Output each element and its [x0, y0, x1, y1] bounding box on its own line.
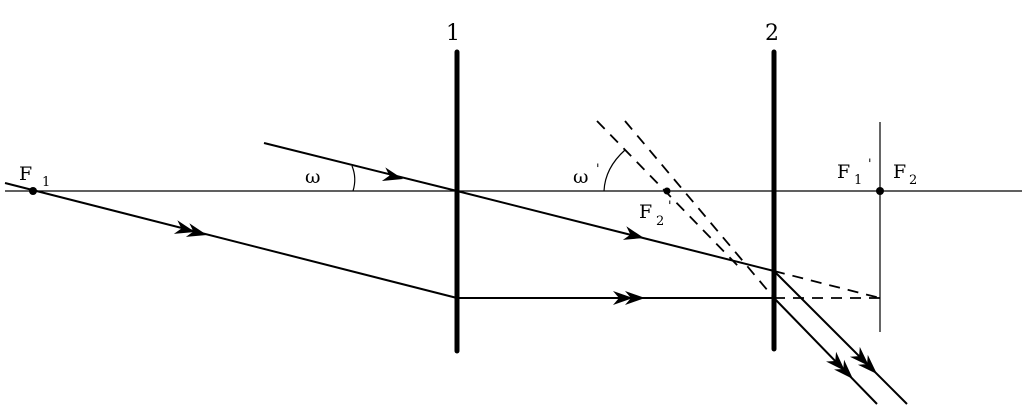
lens-1-label: 1 — [446, 21, 460, 46]
f1-prime-label: F — [837, 161, 850, 183]
arrow-out-lower-b — [834, 359, 853, 379]
lens-2-label: 2 — [765, 21, 779, 46]
f2-subscript: 2 — [909, 173, 917, 188]
f1-subscript: 1 — [42, 175, 50, 190]
angle-arc-omega — [351, 165, 356, 192]
ray-out-lower — [773, 297, 878, 405]
arrow-out-lower-a — [826, 351, 845, 371]
f1-prime-mark: ' — [868, 157, 872, 172]
f2-prime-subscript: 2 — [656, 214, 664, 229]
f2-label: F — [893, 161, 906, 183]
ray-from-f1 — [4, 182, 458, 299]
omega-prime-label: ω — [573, 166, 589, 188]
focal-point-f2-prime — [663, 187, 671, 195]
arrow-parallel-b — [625, 291, 645, 305]
arrow-out-upper-a — [849, 346, 869, 366]
focal-point-f1p-f2 — [876, 187, 884, 195]
arrow-out-upper-b — [857, 354, 877, 374]
f2-prime-mark: ' — [668, 199, 672, 214]
f1-label: F — [19, 163, 32, 185]
omega-label: ω — [305, 166, 321, 188]
f1-prime-subscript: 1 — [854, 173, 862, 188]
ray-out-upper — [773, 270, 908, 405]
arrow-f1-ray-a — [173, 220, 195, 234]
dashed-ray-lower — [624, 120, 775, 299]
arrow-oblique-mid — [622, 226, 644, 240]
ray-oblique-in — [263, 142, 458, 192]
angle-arc-omega-prime — [603, 149, 626, 192]
arrow-parallel-a — [613, 291, 633, 305]
ray-oblique-mid — [456, 190, 775, 272]
dashed-ray-upper — [596, 120, 741, 269]
f2-prime-label: F — [639, 201, 652, 223]
omega-prime-mark: ' — [596, 162, 600, 177]
dashed-ext-upper — [773, 270, 881, 299]
arrow-f1-ray-b — [185, 223, 207, 237]
arrow-oblique-in — [381, 167, 403, 181]
focal-point-f1 — [29, 187, 37, 195]
